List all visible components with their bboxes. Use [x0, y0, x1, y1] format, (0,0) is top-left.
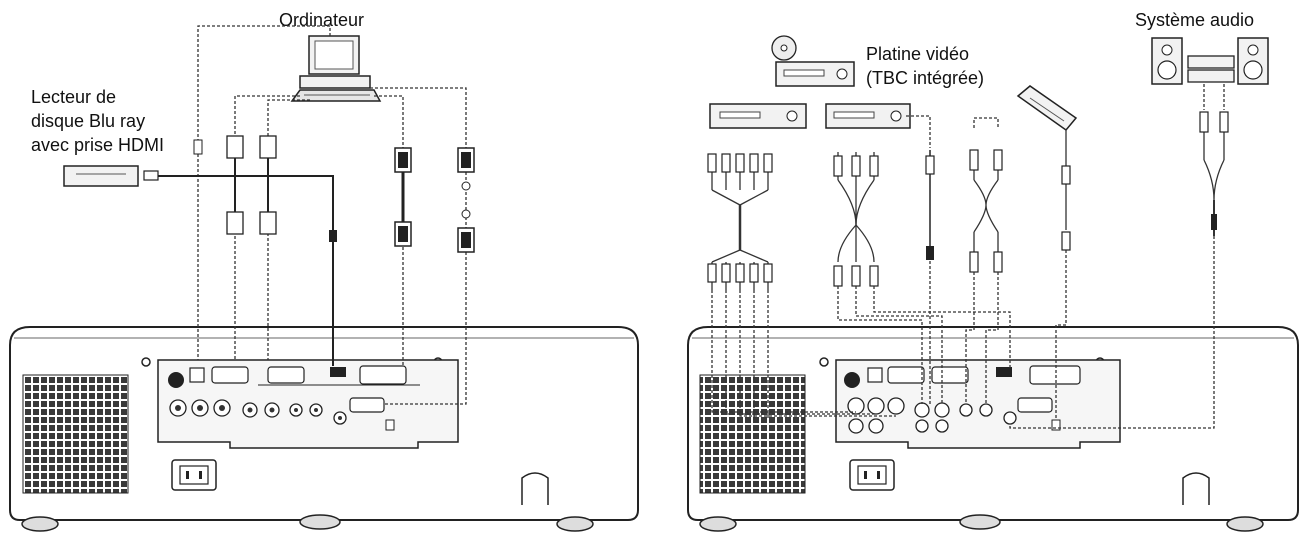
- projector-right: [687, 326, 1299, 532]
- computer-label: Ordinateur: [279, 10, 365, 30]
- video-deck-icon: [825, 103, 911, 129]
- projector-left: [9, 326, 639, 532]
- audio-system-icon: [1151, 37, 1269, 85]
- vcr-label-line-2: (TBC intégrée): [866, 68, 985, 88]
- bluray-player-icon: [63, 165, 139, 187]
- disc-icon: [771, 35, 797, 61]
- audio-system-label: Système audio: [1135, 10, 1255, 30]
- vcr-label-line-1: Platine vidéo: [866, 44, 970, 64]
- bluray-label-line-1: Lecteur de: [31, 87, 117, 107]
- vcr-icon: [775, 61, 855, 87]
- dvd-player-icon: [709, 103, 807, 129]
- bluray-label-line-2: disque Blu ray: [31, 111, 146, 131]
- bluray-label-line-3: avec prise HDMI: [31, 135, 165, 155]
- computer-icon: [290, 35, 382, 102]
- remote-control-icon: [1016, 85, 1078, 132]
